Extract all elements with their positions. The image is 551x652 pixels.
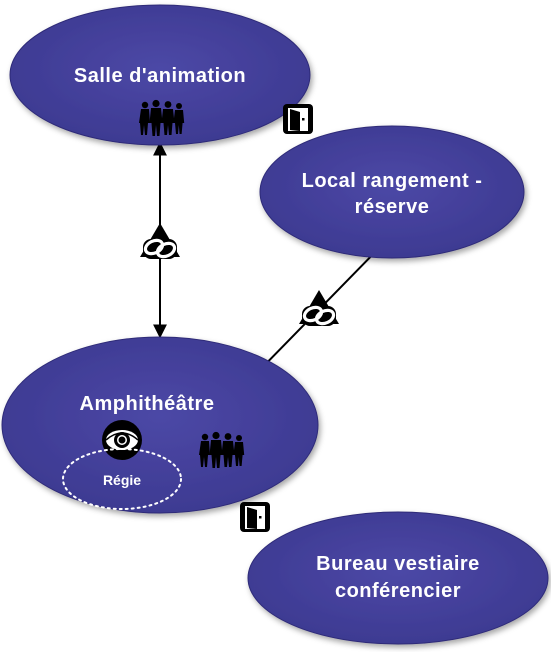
room-local-label-line2: réserve [355, 196, 430, 218]
chain-link-icon-vertical [138, 221, 182, 261]
room-bureau-label-line1: Bureau vestiaire [316, 553, 480, 575]
regie-label: Régie [103, 472, 141, 488]
room-amphitheatre[interactable]: Amphithéâtre Régie [1, 336, 319, 514]
regie-zone[interactable]: Régie [62, 448, 182, 510]
room-local-label-line1: Local rangement - [302, 170, 483, 192]
room-salle-label: Salle d'animation [74, 65, 246, 87]
room-bureau-vestiaire[interactable]: Bureau vestiaire conférencier [247, 511, 549, 645]
room-salle-animation[interactable]: Salle d'animation [9, 4, 311, 146]
door-icon [283, 104, 313, 134]
room-amphi-label: Amphithéâtre [80, 393, 215, 415]
door-icon-bureau [240, 502, 270, 532]
room-bureau-label-line2: conférencier [335, 580, 461, 602]
eye-icon [101, 419, 143, 461]
room-local-rangement[interactable]: Local rangement - réserve [259, 125, 525, 259]
